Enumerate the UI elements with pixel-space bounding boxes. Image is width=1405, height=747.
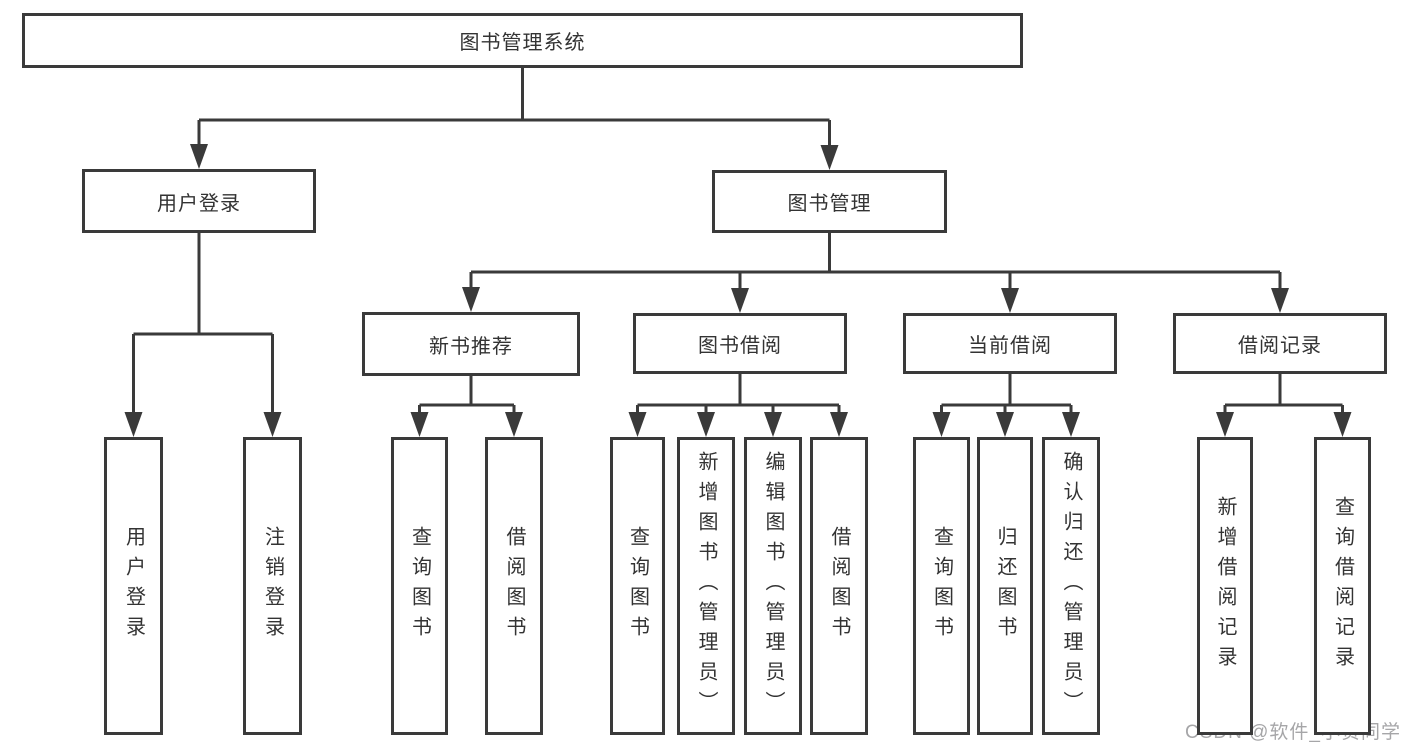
arrowhead: [1062, 412, 1080, 437]
node-label: 图书借阅: [698, 335, 782, 357]
node-br-add: 新增借阅记录: [1197, 437, 1253, 735]
arrowhead: [764, 412, 782, 437]
node-book-borrow: 图书借阅: [633, 313, 847, 374]
node-label: 新增借阅记录: [1214, 496, 1236, 676]
arrowhead: [628, 412, 647, 437]
node-nb-borrow: 借阅图书: [485, 437, 543, 735]
node-label: 借阅图书: [503, 526, 525, 646]
node-root: 图书管理系统: [22, 13, 1023, 68]
node-leaf-logout: 注销登录: [243, 437, 302, 735]
arrowhead: [263, 412, 282, 437]
arrowhead: [1216, 412, 1234, 437]
node-label: 用户登录: [122, 526, 145, 646]
node-label: 查询图书: [930, 526, 953, 646]
node-label: 查询图书: [408, 526, 431, 646]
arrowhead: [505, 412, 523, 437]
node-book-mgmt: 图书管理: [712, 170, 947, 233]
node-cb-query: 查询图书: [913, 437, 970, 735]
node-bb-edit: 编辑图书（管理员）: [744, 437, 802, 735]
node-br-query: 查询借阅记录: [1314, 437, 1371, 735]
node-label: 编辑图书（管理员）: [762, 451, 784, 721]
node-label: 图书管理: [787, 193, 872, 215]
node-label: 新增图书（管理员）: [695, 451, 717, 721]
node-label: 图书管理系统: [459, 32, 586, 54]
arrowhead: [996, 412, 1014, 437]
node-label: 当前借阅: [968, 335, 1052, 357]
arrowhead: [190, 144, 208, 169]
node-leaf-user-login: 用户登录: [104, 437, 163, 735]
node-label: 借阅图书: [828, 526, 850, 646]
node-bb-borrow: 借阅图书: [810, 437, 868, 735]
node-label: 查询借阅记录: [1331, 496, 1354, 676]
arrowhead: [697, 412, 715, 437]
node-bb-query: 查询图书: [610, 437, 665, 735]
arrowhead: [1001, 288, 1019, 313]
node-nb-query: 查询图书: [391, 437, 448, 735]
node-user-login: 用户登录: [82, 169, 316, 233]
arrowhead: [124, 412, 143, 437]
node-current-borrow: 当前借阅: [903, 313, 1117, 374]
node-bb-add: 新增图书（管理员）: [677, 437, 735, 735]
node-label: 用户登录: [157, 192, 241, 215]
node-borrow-records: 借阅记录: [1173, 313, 1387, 374]
node-new-books: 新书推荐: [362, 312, 580, 376]
node-cb-confirm: 确认归还（管理员）: [1042, 437, 1100, 735]
arrowhead: [410, 412, 429, 437]
arrowhead: [1333, 412, 1352, 437]
node-cb-return: 归还图书: [977, 437, 1033, 735]
node-label: 借阅记录: [1238, 335, 1322, 357]
arrowhead: [830, 412, 848, 437]
node-label: 新书推荐: [429, 335, 513, 358]
node-label: 归还图书: [994, 526, 1016, 646]
node-label: 查询图书: [626, 526, 649, 646]
arrowhead: [731, 288, 749, 313]
arrowhead: [820, 145, 839, 170]
arrowhead: [1271, 288, 1289, 313]
arrowhead: [462, 287, 480, 312]
arrowhead: [932, 412, 951, 437]
node-label: 注销登录: [261, 526, 284, 646]
node-label: 确认归还（管理员）: [1060, 451, 1082, 721]
